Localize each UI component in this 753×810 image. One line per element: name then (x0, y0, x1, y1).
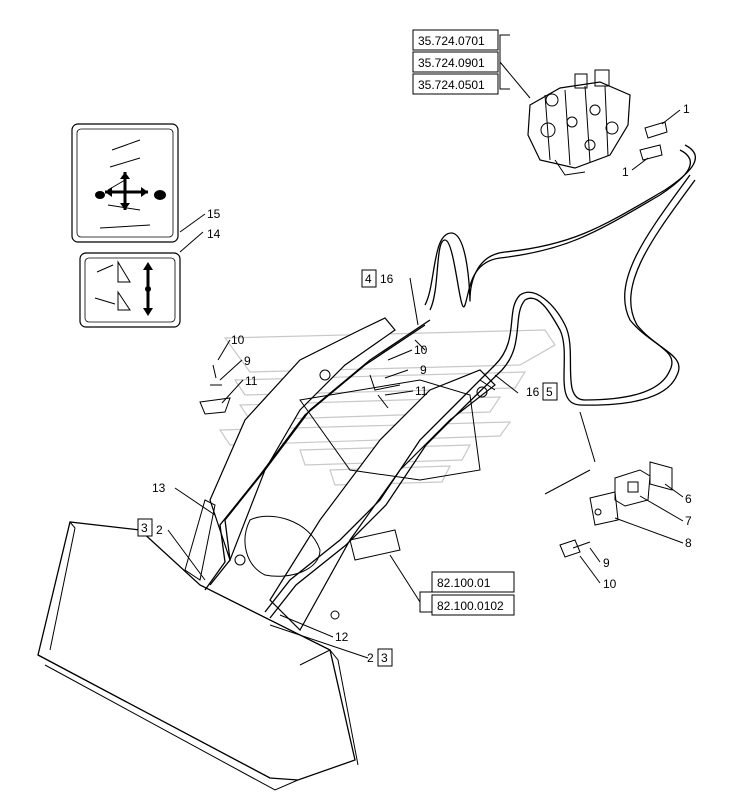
box-label-3-bottom: 3 (381, 651, 388, 665)
callout-2b: 2 (367, 651, 374, 665)
callout-1b: 1 (622, 165, 629, 179)
callout-numbers: 1 1 15 14 16 16 10 9 11 10 9 11 13 2 12 … (152, 102, 692, 665)
control-valve-assembly (527, 69, 631, 176)
callout-10b: 10 (414, 343, 428, 357)
callout-11a: 11 (245, 374, 258, 388)
callout-12: 12 (335, 630, 349, 644)
pipe-clamp-hardware (199, 339, 496, 415)
callout-2a: 2 (156, 523, 163, 537)
hydraulic-hoses (424, 144, 697, 406)
valve-ref-1: 35.724.0701 (418, 34, 485, 48)
callout-10a: 10 (231, 333, 245, 347)
callout-14: 14 (207, 227, 221, 241)
box-label-3-left: 3 (141, 521, 148, 535)
steel-pipes (204, 319, 503, 619)
callout-13: 13 (152, 481, 166, 495)
frame-reference-boxes: 82.100.01 82.100.0102 (431, 571, 515, 616)
callout-9b: 9 (420, 363, 427, 377)
callout-16b: 16 (526, 385, 540, 399)
valve-ref-3: 35.724.0501 (418, 78, 485, 92)
leader-lines (167, 34, 684, 659)
valve-reference-boxes: 35.724.0701 35.724.0901 35.724.0501 (412, 29, 499, 95)
callout-6: 6 (685, 492, 692, 506)
callout-9a: 9 (244, 354, 251, 368)
callout-9c: 9 (603, 556, 610, 570)
callout-11b: 11 (415, 384, 428, 398)
frame-ref-1: 82.100.01 (437, 576, 491, 590)
bucket (37, 521, 359, 791)
decal-lift-icon (79, 252, 181, 328)
callout-1a: 1 (683, 102, 690, 116)
box-label-5: 5 (546, 385, 553, 399)
callout-10c: 10 (603, 577, 617, 591)
callout-15: 15 (207, 207, 221, 221)
exploded-mount-parts (544, 411, 673, 558)
frame-ref-2: 82.100.0102 (437, 599, 504, 613)
loader-frame (184, 317, 496, 631)
fitting-1 (639, 121, 668, 161)
decal-controls-icon (71, 123, 179, 243)
callout-8: 8 (685, 536, 692, 550)
callout-16a: 16 (380, 272, 394, 286)
valve-ref-2: 35.724.0901 (418, 56, 485, 70)
box-label-4: 4 (365, 272, 372, 286)
boxed-item-labels: 4 5 3 3 (137, 269, 558, 667)
callout-7: 7 (685, 514, 692, 528)
